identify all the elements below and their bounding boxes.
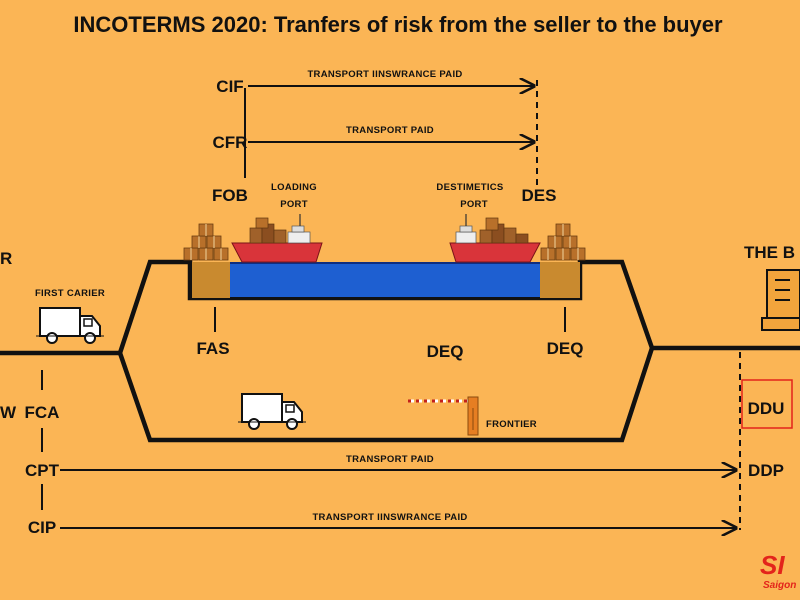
buyer-building-icon xyxy=(761,269,800,331)
loading-port-label-line1: LOADING xyxy=(271,182,317,193)
destination-port-label-line1: DESTIMETICS xyxy=(436,182,503,193)
logo-subtext: Saigon xyxy=(763,580,796,591)
cfr-arrow-label: TRANSPORT PAID xyxy=(346,125,434,136)
cargo-boxes-right-icon xyxy=(540,223,586,261)
cargo-ship-destination-icon xyxy=(449,214,541,263)
term-fas: FAS xyxy=(196,339,229,358)
cif-arrow-label: TRANSPORT IINSWRANCE PAID xyxy=(307,69,462,80)
seller-label-partial: R xyxy=(0,249,12,268)
first-carrier-label: FIRST CARIER xyxy=(35,288,105,299)
loading-port-label-line2: PORT xyxy=(280,199,308,210)
saigon-logo-icon: SI Saigon xyxy=(760,550,796,591)
destination-port-label-line2: PORT xyxy=(460,199,488,210)
term-ddp: DDP xyxy=(748,461,784,480)
term-fca: FCA xyxy=(25,403,60,422)
term-deq-center: DEQ xyxy=(427,342,464,361)
cargo-ship-loading-icon xyxy=(231,214,323,263)
sea xyxy=(192,263,580,297)
logo-mark: SI xyxy=(760,550,785,580)
term-cif: CIF xyxy=(216,77,243,96)
term-cip: CIP xyxy=(28,518,56,537)
cpt-arrow-label: TRANSPORT PAID xyxy=(346,454,434,465)
term-ddu: DDU xyxy=(748,399,785,418)
term-des: DES xyxy=(522,186,557,205)
term-cpt: CPT xyxy=(25,461,60,480)
buyer-label-partial: THE B xyxy=(744,243,795,262)
cargo-boxes-left-icon xyxy=(183,223,229,261)
diagram-title: INCOTERMS 2020: Tranfers of risk from th… xyxy=(73,12,723,37)
term-fob: FOB xyxy=(212,186,248,205)
ddu-highlight-box xyxy=(741,379,793,429)
upper-route-line xyxy=(0,259,800,356)
lower-route-line xyxy=(117,347,655,443)
term-cfr: CFR xyxy=(213,133,248,152)
loading-dock xyxy=(192,262,230,298)
truck-inland-icon xyxy=(237,393,307,430)
frontier-label: FRONTIER xyxy=(486,419,537,430)
frontier-barrier-icon xyxy=(408,396,479,436)
term-deq-right: DEQ xyxy=(547,339,584,358)
term-exw-partial: W xyxy=(0,403,17,422)
cip-arrow-label: TRANSPORT IINSWRANCE PAID xyxy=(312,512,467,523)
destination-dock xyxy=(540,262,580,298)
truck-first-carrier-icon xyxy=(35,307,105,344)
